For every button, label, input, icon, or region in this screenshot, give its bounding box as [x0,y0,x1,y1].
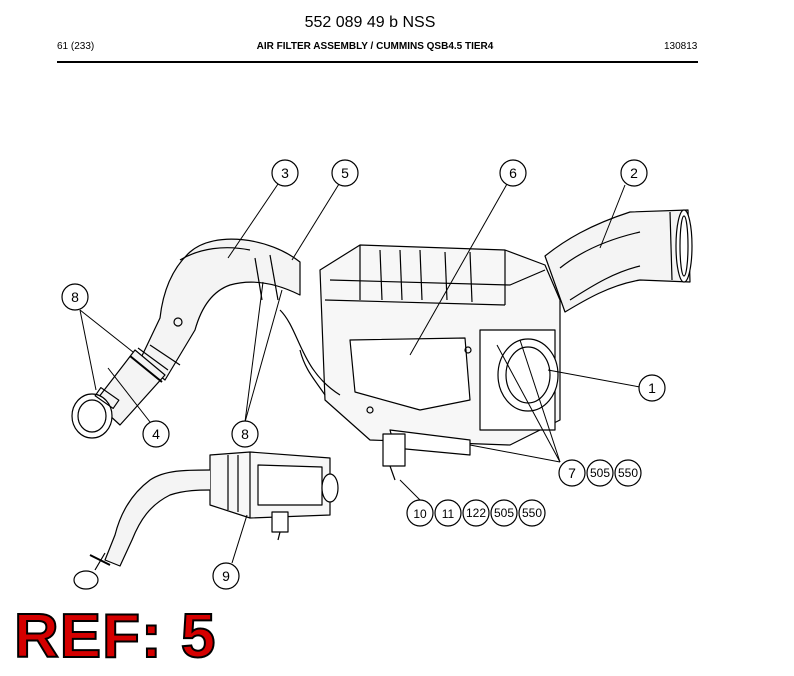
svg-text:4: 4 [152,426,160,442]
svg-text:11: 11 [442,507,455,521]
ref-label: REF: 5 [13,602,217,671]
diagram-title: AIR FILTER ASSEMBLY / CUMMINS QSB4.5 TIE… [256,41,494,52]
elbow-hose [71,347,169,439]
svg-text:2: 2 [630,165,638,181]
svg-text:10: 10 [413,507,427,521]
callout-2: 2 [620,159,648,187]
svg-text:8: 8 [241,426,249,442]
callout-1: 1 [638,374,666,402]
svg-text:9: 9 [222,568,230,584]
svg-text:5: 5 [341,165,349,181]
callout-9: 9 [212,562,240,590]
svg-text:8: 8 [71,289,79,305]
callout-4: 4 [142,420,170,448]
callout-3: 3 [271,159,299,187]
date-code: 130813 [664,41,698,52]
doc-number: 552 089 49 b NSS [304,14,436,31]
air-filter-housing [279,244,561,481]
svg-text:7: 7 [568,465,576,481]
svg-text:122: 122 [466,506,486,520]
leader-lines [79,183,641,564]
callout-group-10: 10 11 122 505 550 [406,499,546,527]
header-rule [57,61,698,63]
callout-8-left: 8 [61,283,89,311]
svg-text:505: 505 [494,506,514,520]
page-number: 61 (233) [57,41,95,52]
overview-assembly [73,451,339,590]
svg-text:1: 1 [648,380,656,396]
intake-hose-right [544,209,693,313]
callout-8-center: 8 [231,420,259,448]
svg-text:505: 505 [590,466,610,480]
svg-text:550: 550 [522,506,542,520]
svg-text:3: 3 [281,165,289,181]
svg-text:6: 6 [509,165,517,181]
callout-group-7: 7 505 550 [558,459,642,487]
callout-5: 5 [331,159,359,187]
callout-6: 6 [499,159,527,187]
hose-left [139,238,301,381]
svg-text:550: 550 [618,466,638,480]
